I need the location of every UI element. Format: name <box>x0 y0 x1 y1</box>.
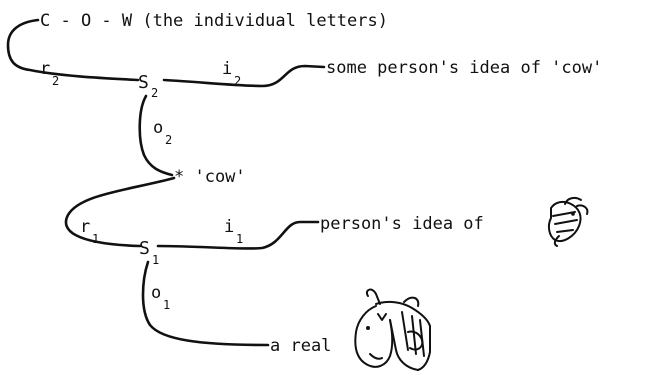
r1-label: r <box>80 217 90 237</box>
o2-subscript: 2 <box>165 133 172 147</box>
o1-label: o <box>151 283 161 303</box>
s1-subscript: 1 <box>152 253 159 267</box>
r1-subscript: 1 <box>92 232 99 246</box>
r2-subscript: 2 <box>52 74 59 88</box>
i2-label: i <box>222 59 232 79</box>
s2-node: S <box>138 72 149 93</box>
o1-curve <box>143 262 268 345</box>
idea1-label: person's idea of <box>320 214 484 234</box>
i2-curve <box>164 66 324 86</box>
i2-subscript: 2 <box>234 74 241 88</box>
cow-word-label: * 'cow' <box>174 167 246 187</box>
i1-label: i <box>224 217 234 237</box>
i1-subscript: 1 <box>236 232 243 246</box>
o2-label: o <box>153 118 163 138</box>
s2-subscript: 2 <box>151 86 158 100</box>
cow-head-sketch-icon <box>549 198 587 246</box>
s1-node: S <box>139 238 150 259</box>
r2-label: r <box>40 59 50 79</box>
cow-head-drawing-icon <box>355 290 430 370</box>
real-label: a real <box>270 336 331 356</box>
o1-subscript: 1 <box>163 298 170 312</box>
letters-label: C - O - W (the individual letters) <box>40 11 388 31</box>
idea2-label: some person's idea of 'cow' <box>326 58 602 78</box>
